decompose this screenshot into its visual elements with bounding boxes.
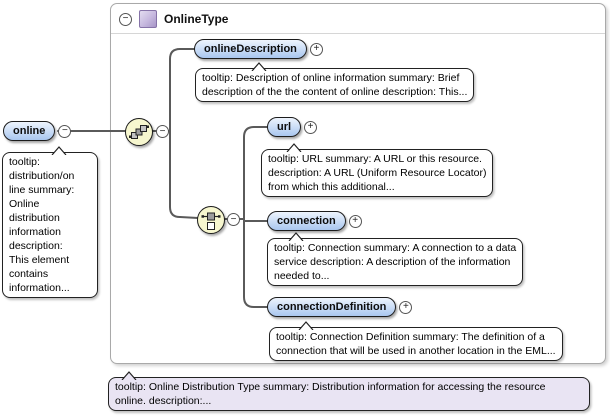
element-capsule-connectiondefinition[interactable]: connectionDefinition [267, 297, 397, 317]
choice-glyph [201, 212, 221, 230]
tooltip-connectiondefinition: tooltip: Connection Definition summary: … [269, 321, 563, 361]
tooltip-pointer [288, 231, 304, 242]
tooltip-line: Online [9, 198, 40, 210]
tooltip-line: tooltip: Connection Definition summary: … [276, 331, 545, 343]
tooltip-line: tooltip: Connection summary: A connectio… [274, 242, 517, 254]
sequence-glyph [129, 125, 149, 139]
expand-toggle-url[interactable]: + [304, 120, 318, 134]
element-capsule-onlinedescription[interactable]: onlineDescription [194, 39, 307, 59]
tooltip-line: description: A URL (Uniform Resource Loc… [268, 167, 487, 179]
tooltip-pointer [51, 145, 67, 156]
collapse-toggle-choice[interactable]: − [227, 213, 240, 226]
tooltip-line: tooltip: Description of online informati… [202, 72, 460, 84]
choice-compositor-icon[interactable] [197, 206, 225, 234]
tooltip-pointer [298, 320, 314, 331]
collapse-toggle-sequence[interactable]: − [156, 125, 169, 138]
tooltip-online: tooltip: distribution/on line summary: Onli… [2, 146, 98, 298]
tooltip-line: tooltip: [9, 156, 40, 168]
tooltip-pointer [121, 370, 137, 381]
tooltip-line: This element [9, 254, 70, 266]
collapse-toggle-onlinetype[interactable]: − [119, 12, 132, 26]
complex-type-icon [139, 10, 157, 28]
tooltip-line: distribution [9, 212, 60, 224]
tooltip-url: tooltip: URL summary: A URL or this reso… [261, 143, 494, 197]
tooltip-line: information... [9, 282, 70, 294]
expand-toggle-connectiondefinition[interactable]: + [399, 300, 413, 314]
collapse-toggle-online[interactable]: − [58, 124, 72, 138]
tooltip-onlinedescription: tooltip: Description of online informati… [195, 62, 475, 102]
tooltip-line: from which this additional... [268, 181, 395, 193]
tooltip-line: description of the the content of online… [202, 86, 468, 98]
complex-type-header: − OnlineType [111, 4, 605, 34]
tooltip-line: connection that will be used in another … [276, 345, 556, 357]
tooltip-line: tooltip: URL summary: A URL or this reso… [268, 153, 482, 165]
tooltip-line: service description: A description of th… [274, 256, 511, 268]
tooltip-pointer [286, 142, 302, 153]
expand-toggle-onlinedescription[interactable]: + [309, 42, 323, 56]
tooltip-onlinetype-global: tooltip: Online Distribution Type summar… [108, 371, 590, 411]
tooltip-line: distribution/on [9, 170, 75, 182]
tooltip-line: information [9, 226, 61, 238]
tooltip-line: needed to... [274, 270, 330, 282]
tooltip-connection: tooltip: Connection summary: A connectio… [267, 232, 524, 286]
tooltip-line: line summary: [9, 184, 75, 196]
sequence-compositor-icon[interactable] [125, 118, 153, 146]
type-title: OnlineType [164, 12, 229, 26]
element-capsule-url[interactable]: url [267, 117, 302, 137]
element-capsule-online[interactable]: online [3, 121, 56, 141]
tooltip-line: description: [9, 240, 63, 252]
tooltip-line: contains [9, 268, 49, 280]
element-capsule-connection[interactable]: connection [267, 211, 346, 231]
tooltip-pointer [251, 61, 267, 72]
tooltip-line: online. description:... [115, 395, 212, 407]
tooltip-line: tooltip: Online Distribution Type summar… [115, 381, 546, 393]
expand-toggle-connection[interactable]: + [348, 214, 362, 228]
